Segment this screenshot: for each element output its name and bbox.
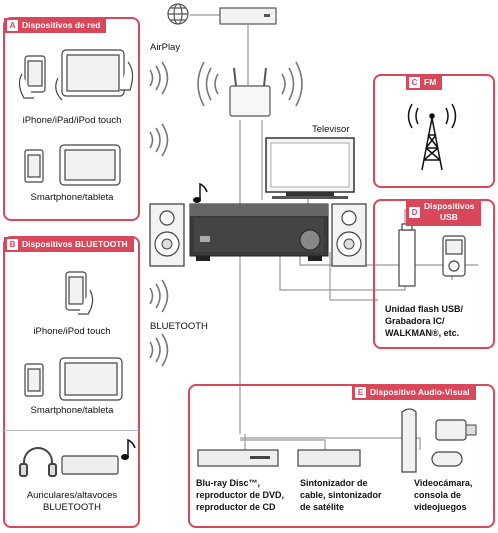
usb-flash-drive-icon [398,223,416,287]
tuner-label-line2: cable, sintonizador [300,490,382,500]
globe-icon [167,3,189,25]
panel-audio-visual [188,384,495,528]
smartphone-icon [24,363,44,397]
iphone-ipad-label: iPhone/iPad/iPod touch [22,115,122,126]
tv-label: Televisor [312,124,350,135]
smartphone-tablet-label-b: Smartphone/tableta [30,405,114,416]
panel-b-divider [4,430,139,431]
headphones-label-line2: BLUETOOTH [43,502,101,513]
bluetooth-label: BLUETOOTH [150,321,208,332]
iphone-ipod-label: iPhone/iPod touch [33,326,111,337]
wireless-waves [149,61,303,367]
usb-desc-line2: Grabadora IC/ [385,316,445,326]
camcorder-icon [435,419,477,441]
tablet-icon [59,357,123,401]
music-note-icon [193,182,208,203]
bluray-label-line2: reproductor de DVD, [196,490,285,500]
panel-a-title: Dispositivos de red [22,20,101,30]
usb-desc-line3: WALKMAN®, etc. [385,328,460,338]
bluray-label-line1: Blu-ray Disc™, [196,478,261,488]
av-receiver-icon [189,203,329,261]
router-icon [219,7,277,25]
panel-d-title-line1: Dispositivos [424,201,475,211]
headphones-label-line1: Auriculares/altavoces [26,490,118,501]
panel-d-title-line2: USB [440,212,458,222]
panel-e-title: Dispositivo Audio-Visual [370,387,470,397]
ipad-hands-icon [55,49,134,101]
tuner-label-line3: de satélite [300,502,345,512]
right-speaker-icon [331,203,367,267]
camcorder-label-line2: consola de [414,490,462,500]
usb-desc-line1: Unidad flash USB/ [385,304,464,314]
music-note-icon [121,438,136,460]
panel-fm [373,74,495,188]
walkman-icon [442,235,466,277]
fm-tower-icon [407,103,457,171]
television-icon [265,137,355,199]
bluray-player-icon [197,449,279,467]
smartphone-tablet-label: Smartphone/tableta [30,192,114,203]
tuner-label-line1: Sintonizador de [300,478,368,488]
gamepad-icon [431,451,463,467]
iphone-hand-icon [65,271,94,315]
airplay-label: AirPlay [150,42,181,53]
iphone-hand-icon [18,55,46,99]
headphones-icon [19,447,57,477]
smartphone-icon [24,149,44,183]
camcorder-label-line3: videojuegos [414,502,467,512]
bluetooth-speaker-icon [61,455,119,475]
cable-tuner-icon [297,449,361,467]
bluray-label-line3: reproductor de CD [196,502,276,512]
panel-b-title: Dispositivos BLUETOOTH [22,239,128,249]
tablet-icon [59,144,121,186]
game-console-icon [401,408,417,473]
wifi-access-point-icon [229,67,271,117]
camcorder-label-line1: Videocámara, [414,478,473,488]
panel-c-title: FM [424,77,437,87]
panel-bluetooth-devices [3,236,140,528]
left-speaker-icon [149,203,185,267]
